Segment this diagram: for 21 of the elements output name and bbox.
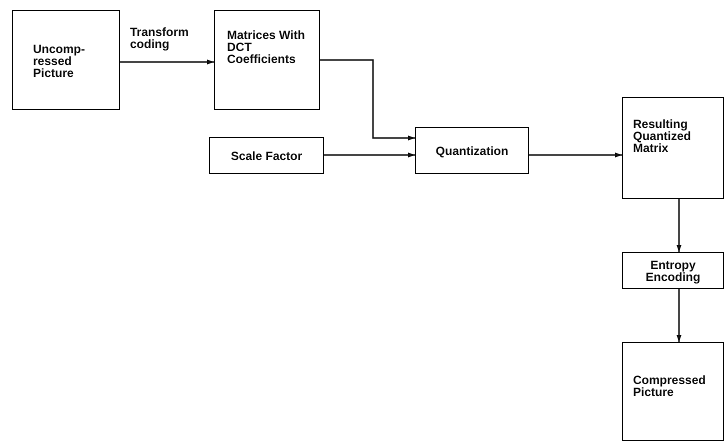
process-box	[622, 97, 724, 199]
arrow	[676, 289, 682, 342]
arrow	[529, 152, 622, 158]
process-box	[209, 137, 324, 174]
process-box	[622, 252, 724, 289]
arrow	[320, 59, 415, 140]
process-box	[12, 10, 120, 110]
process-box	[622, 342, 724, 441]
box-label: Entropy Encoding	[644, 258, 702, 282]
box-label: Matrices With DCT Coefficients	[227, 29, 306, 65]
process-box	[415, 127, 529, 174]
edge-label: Transform coding	[130, 26, 190, 50]
arrow	[324, 152, 415, 158]
box-label: Quantization	[436, 144, 508, 156]
box-label: Resulting Quantized Matrix	[633, 118, 692, 154]
box-label: Uncomp- ressed Picture	[33, 43, 86, 79]
process-box	[214, 10, 320, 110]
arrow	[120, 60, 214, 64]
arrow	[676, 199, 682, 252]
box-label: Scale Factor	[230, 150, 302, 162]
box-label: Compressed Picture	[633, 374, 707, 398]
